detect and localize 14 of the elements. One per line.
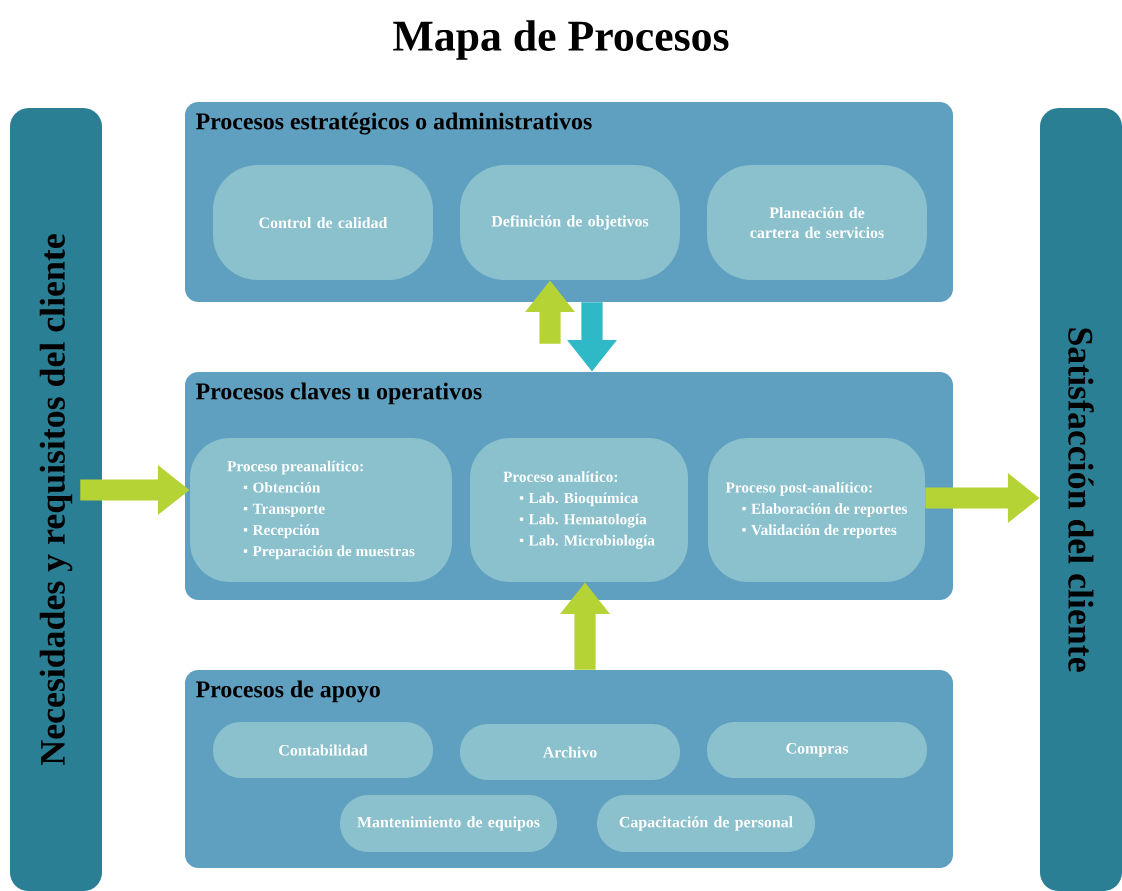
title: Mapa de Procesos [393,20,729,60]
process-pill: Control de calidad [213,165,433,280]
process-pill: Archivo [460,724,680,780]
process-pill: Compras [707,722,927,778]
process-pill: Proceso post-analítico: Elaboración de reportes Validación de reportes [708,438,925,582]
process-pill: Planeación de cartera de servicios [707,165,927,280]
process-pill: Mantenimiento de equipos [340,795,557,852]
process-pill: Contabilidad [213,722,433,778]
side-band: Satisfacción del cliente [1040,108,1122,891]
process-pill: Proceso analítico: Lab. Bioquímica Lab. Hematología Lab. Microbiología [470,438,688,582]
process-pill: Definición de objetivos [460,165,680,280]
process-pill: Capacitación de personal [597,795,815,852]
process-pill: Proceso preanalítico: Obtención Transporte Recepción Preparación de muestras [190,438,452,582]
side-band: Necesidades y requisitos del cliente [10,108,102,891]
